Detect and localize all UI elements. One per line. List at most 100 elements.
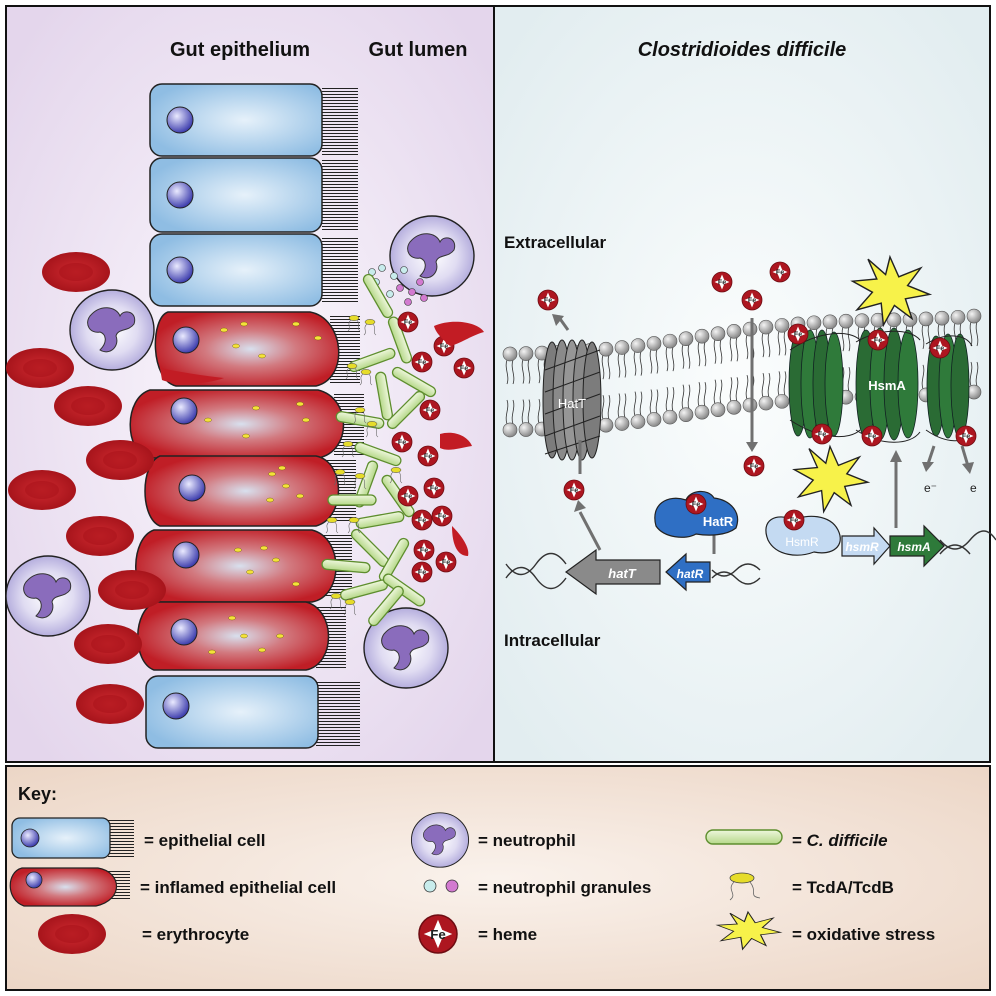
panel-title-cdifficile: Clostridioides difficile: [638, 39, 847, 61]
nucleus: [178, 474, 206, 502]
lipid-head: [806, 315, 822, 331]
lipid-head: [630, 338, 646, 353]
heme: [769, 261, 791, 283]
lipid-head: [822, 314, 838, 330]
heme: [391, 431, 413, 453]
lipid-head: [694, 404, 710, 420]
hatR-label: HatR: [703, 514, 734, 529]
gene-hatR: hatR: [665, 552, 711, 592]
gene-hsmA-label: hsmA: [897, 540, 930, 554]
lipid-head: [502, 422, 518, 438]
hsmA-cluster: HsmA: [787, 323, 977, 447]
key-c-difficile-label: = C. difficile: [792, 831, 888, 850]
heme: [563, 479, 585, 501]
lipid-head: [518, 346, 534, 361]
heme: [711, 271, 733, 293]
lipid-head: [838, 313, 854, 329]
lipid-head: [854, 313, 870, 328]
erythrocyte: [76, 684, 144, 724]
nucleus: [162, 692, 190, 720]
key-epithelial-cell-label: = epithelial cell: [144, 831, 265, 850]
inflamed-epithelial-cell: [154, 311, 340, 387]
key-erythrocyte-label: = erythrocyte: [142, 925, 249, 944]
inflamed-epithelial-cell: [144, 455, 340, 527]
lipid-head: [934, 310, 950, 326]
lipid-head: [614, 340, 630, 355]
key-erythrocyte-icon: [38, 914, 106, 954]
hatT-label: HatT: [558, 396, 586, 411]
gene-hsmR-label: hsmR: [845, 540, 879, 554]
key-neutrophil-icon: [410, 812, 470, 868]
hsmR-regulator: HsmR: [765, 509, 841, 556]
nucleus: [166, 106, 194, 134]
heme: [435, 551, 457, 573]
epithelial-cell-bottom: [145, 675, 360, 749]
heme: [397, 311, 419, 333]
lipid-head: [742, 321, 758, 337]
inflamed-epithelial-cell: [129, 389, 345, 459]
heme: [411, 351, 433, 373]
erythrocyte: [66, 516, 134, 556]
electron-label-1: e⁻: [924, 481, 937, 495]
nucleus: [172, 541, 200, 569]
gene-hsmR: hsmR: [841, 526, 891, 566]
lipid-head: [502, 346, 518, 362]
lipid-head: [614, 416, 630, 431]
inflamed-epithelial-cell: [137, 601, 330, 671]
hatR-regulator: HatR: [654, 490, 739, 538]
hsmA-label: HsmA: [868, 378, 906, 393]
erythrocyte: [6, 348, 74, 388]
lipid-head: [518, 422, 534, 437]
key-heme-icon: [418, 914, 458, 954]
hatT-transporter: HatT: [542, 339, 602, 461]
erythrocyte: [98, 570, 166, 610]
nucleus: [172, 326, 200, 354]
dna-strand: [505, 530, 996, 590]
neutrophil: [389, 215, 475, 297]
inflamed-cell-stack: [129, 311, 364, 671]
lipid-head: [710, 402, 726, 417]
gene-hatT-label: hatT: [608, 566, 637, 581]
heme: [741, 289, 763, 311]
epithelial-cell: [145, 675, 319, 749]
epithelial-cell-stack-top: [149, 83, 358, 307]
key-epithelial-cell-icon: [11, 817, 134, 859]
heme: [419, 399, 441, 421]
lipid-head: [726, 400, 742, 415]
electron-label-2: e: [970, 481, 977, 495]
erythrocyte: [42, 252, 110, 292]
heme: [417, 445, 439, 467]
key-title: Key:: [18, 784, 57, 804]
lipid-head: [758, 395, 774, 411]
gene-hatR-label: hatR: [677, 567, 704, 581]
key-neutrophil-label: = neutrophil: [478, 831, 576, 850]
lipid-head: [662, 409, 678, 425]
key-toxin-label: = TcdA/TcdB: [792, 878, 894, 897]
lipid-head: [950, 309, 966, 325]
damaged-erythrocyte-fragments: [160, 321, 484, 556]
lipid-head: [742, 397, 758, 413]
nucleus: [166, 181, 194, 209]
gene-hatT: hatT: [564, 548, 661, 596]
key-inflamed-cell-icon: [9, 867, 130, 907]
epithelial-cell: [149, 157, 323, 233]
heme: [431, 505, 453, 527]
heme: [423, 477, 445, 499]
lipid-head: [678, 407, 694, 422]
key-oxidative-stress-label: = oxidative stress: [792, 925, 935, 944]
label-intracellular: Intracellular: [504, 631, 601, 650]
nucleus: [170, 397, 198, 425]
lipid-head: [678, 331, 694, 346]
heme: [411, 509, 433, 531]
transport-arrows: [552, 314, 974, 554]
hsmR-label: HsmR: [785, 535, 819, 549]
key-granules-icon: [423, 879, 459, 893]
lipid-head: [774, 394, 790, 409]
header-gut-lumen: Gut lumen: [369, 39, 468, 61]
lipid-head: [646, 412, 662, 427]
lipid-head: [694, 328, 710, 344]
lipid-head: [774, 318, 790, 333]
erythrocyte: [74, 624, 142, 664]
key-panel: [5, 765, 991, 991]
lipid-head: [598, 341, 614, 357]
